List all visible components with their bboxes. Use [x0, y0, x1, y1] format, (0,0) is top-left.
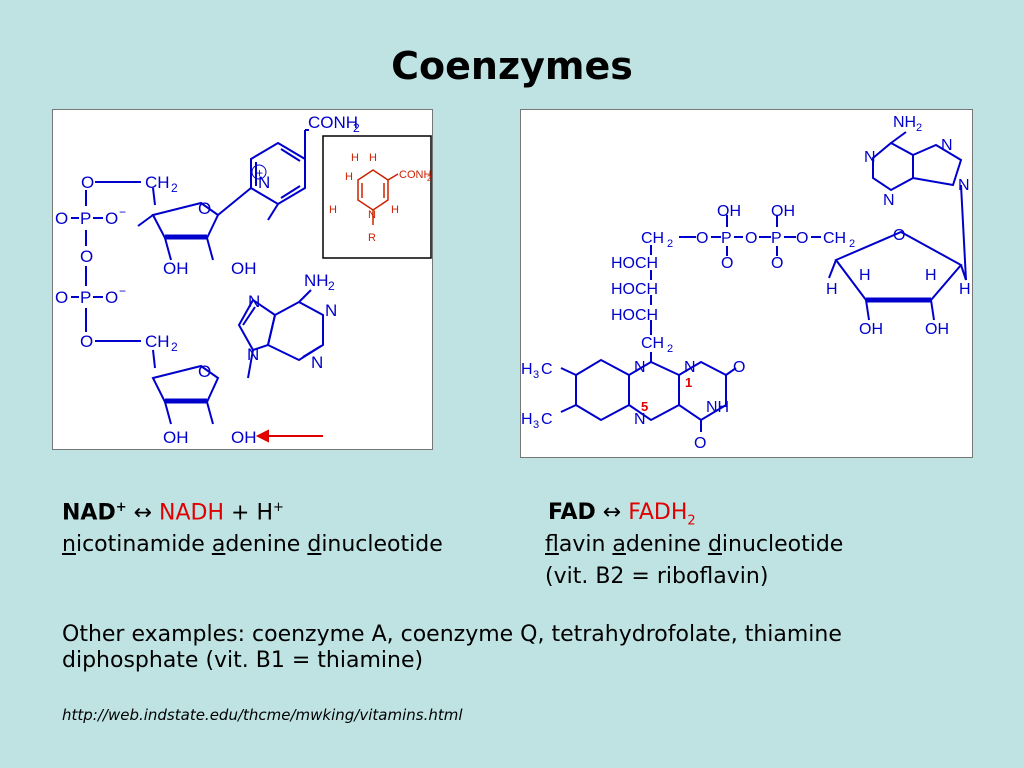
nad-full-name: nicotinamide adenine dinucleotide	[62, 532, 443, 557]
fad-structure-diagram: NH 2 N N N N OH OH CH 2 O P O P O CH 2 O…	[521, 114, 971, 452]
svg-text:OH: OH	[717, 203, 741, 220]
svg-text:P: P	[721, 230, 732, 247]
svg-text:OH: OH	[163, 428, 189, 447]
fad-vitamin-note: (vit. B2 = riboflavin)	[545, 564, 769, 589]
fad-reaction: FAD ↔ FADH2	[548, 500, 696, 529]
svg-text:O: O	[694, 435, 706, 452]
svg-text:O: O	[105, 288, 118, 307]
fad-full-name: flavin adenine dinucleotide	[545, 532, 844, 557]
svg-text:2: 2	[849, 238, 855, 250]
svg-text:2: 2	[171, 340, 178, 354]
svg-text:CONH: CONH	[308, 113, 358, 132]
svg-text:CH: CH	[641, 230, 664, 247]
svg-text:O: O	[771, 255, 783, 272]
svg-text:2: 2	[353, 121, 360, 135]
svg-text:O: O	[81, 173, 94, 192]
slide-title: Coenzymes	[391, 44, 633, 88]
svg-text:H: H	[826, 281, 838, 298]
svg-text:CH: CH	[145, 332, 170, 351]
svg-text:N: N	[634, 359, 646, 376]
svg-text:O: O	[80, 332, 93, 351]
svg-text:2: 2	[667, 238, 673, 250]
svg-text:HOCH: HOCH	[611, 255, 658, 272]
svg-text:N: N	[958, 177, 970, 194]
svg-text:N: N	[247, 345, 259, 364]
highlight-arrow	[255, 429, 323, 443]
svg-text:P: P	[80, 209, 91, 228]
nadh-ring-inset	[322, 135, 432, 259]
nad-structure-panel: CONH 2 N + O CH 2 O O P O − O O P O − O …	[52, 109, 433, 450]
svg-text:CH: CH	[823, 230, 846, 247]
fad-structure-panel: NH 2 N N N N OH OH CH 2 O P O P O CH 2 O…	[520, 109, 973, 458]
svg-text:2: 2	[171, 181, 178, 195]
svg-text:N: N	[325, 301, 337, 320]
svg-text:OH: OH	[163, 259, 189, 278]
svg-text:O: O	[893, 227, 905, 244]
svg-text:2: 2	[427, 174, 432, 183]
nad-structure-diagram: CONH 2 N + O CH 2 O O P O − O O P O − O …	[55, 113, 432, 447]
svg-text:O: O	[105, 209, 118, 228]
svg-text:H: H	[859, 267, 871, 284]
svg-text:OH: OH	[231, 259, 257, 278]
svg-text:NH: NH	[304, 271, 329, 290]
svg-text:H: H	[521, 411, 533, 428]
svg-text:O: O	[198, 362, 211, 381]
svg-text:O: O	[80, 247, 93, 266]
svg-text:NH: NH	[706, 399, 729, 416]
source-url[interactable]: http://web.indstate.edu/thcme/mwking/vit…	[62, 706, 463, 724]
svg-text:H: H	[369, 152, 377, 164]
svg-text:−: −	[119, 284, 126, 298]
svg-text:CONH: CONH	[399, 169, 431, 181]
svg-text:O: O	[198, 199, 211, 218]
svg-text:N: N	[684, 359, 696, 376]
other-examples: Other examples: coenzyme A, coenzyme Q, …	[62, 622, 842, 673]
svg-text:2: 2	[667, 343, 673, 355]
svg-text:H: H	[521, 361, 533, 378]
svg-text:N: N	[634, 411, 646, 428]
svg-text:CH: CH	[641, 335, 664, 352]
svg-text:O: O	[55, 209, 68, 228]
svg-text:HOCH: HOCH	[611, 281, 658, 298]
svg-text:+: +	[256, 166, 263, 180]
svg-text:N: N	[368, 209, 376, 221]
svg-text:O: O	[721, 255, 733, 272]
svg-text:NH: NH	[893, 114, 916, 131]
svg-text:5: 5	[641, 399, 648, 414]
svg-text:O: O	[733, 359, 745, 376]
svg-text:P: P	[771, 230, 782, 247]
svg-text:OH: OH	[925, 321, 949, 338]
svg-text:H: H	[391, 204, 399, 216]
svg-text:N: N	[258, 173, 270, 192]
svg-text:OH: OH	[859, 321, 883, 338]
svg-text:N: N	[864, 149, 876, 166]
svg-text:N: N	[248, 292, 260, 311]
svg-text:OH: OH	[231, 428, 257, 447]
svg-text:O: O	[55, 288, 68, 307]
svg-text:H: H	[351, 152, 359, 164]
svg-text:2: 2	[328, 279, 335, 293]
svg-text:3: 3	[533, 419, 539, 431]
svg-text:C: C	[541, 411, 553, 428]
svg-text:HOCH: HOCH	[611, 307, 658, 324]
svg-text:CH: CH	[145, 173, 170, 192]
svg-text:C: C	[541, 361, 553, 378]
svg-text:2: 2	[916, 122, 922, 134]
svg-text:O: O	[745, 230, 757, 247]
svg-text:3: 3	[533, 369, 539, 381]
svg-text:N: N	[941, 137, 953, 154]
svg-text:H: H	[925, 267, 937, 284]
svg-text:O: O	[696, 230, 708, 247]
svg-text:H: H	[959, 281, 971, 298]
svg-text:N: N	[883, 192, 895, 209]
svg-text:N: N	[311, 353, 323, 372]
svg-text:1: 1	[685, 375, 692, 390]
svg-text:H: H	[329, 204, 337, 216]
svg-text:H: H	[345, 171, 353, 183]
svg-text:OH: OH	[771, 203, 795, 220]
svg-text:O: O	[796, 230, 808, 247]
nad-reaction: NAD+ ↔ NADH + H+	[62, 500, 284, 526]
svg-text:P: P	[80, 288, 91, 307]
svg-text:R: R	[368, 232, 376, 244]
svg-text:−: −	[119, 205, 126, 219]
